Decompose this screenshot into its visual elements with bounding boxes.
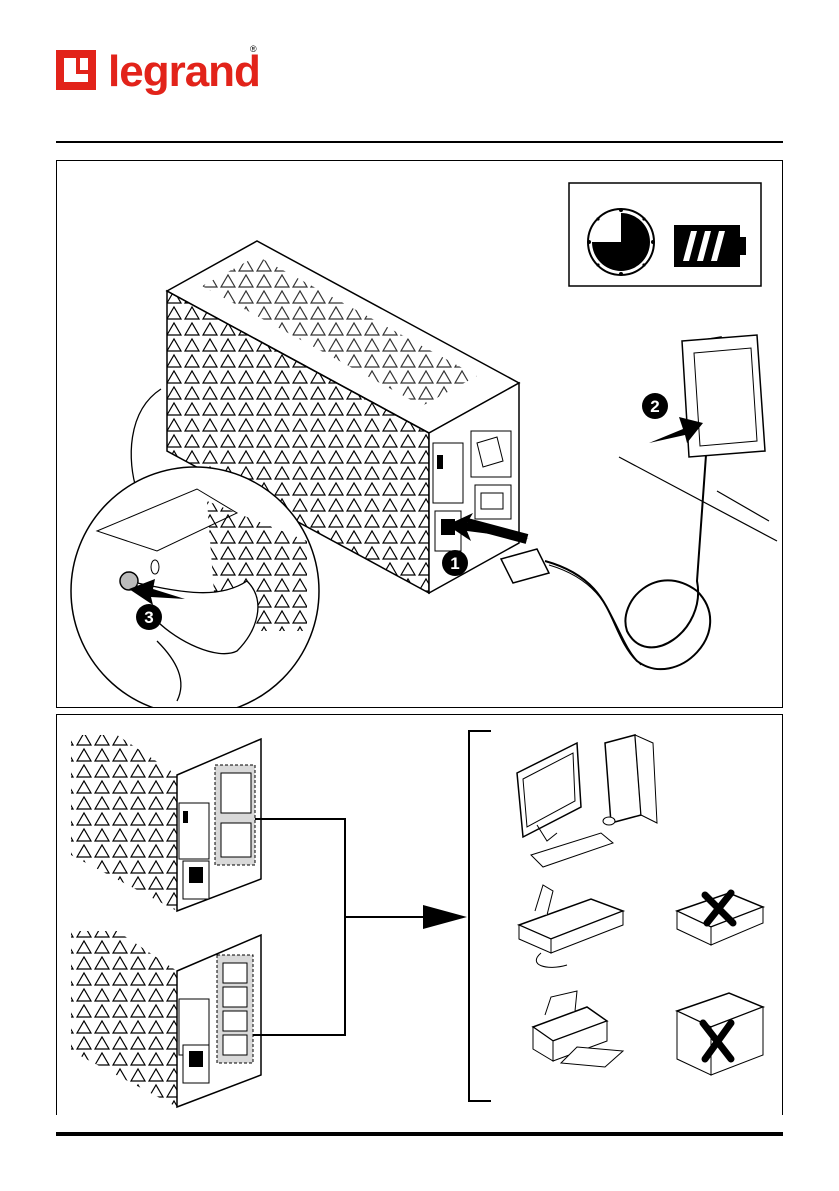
ups-rear-iec	[71, 931, 261, 1107]
installation-panel: 1 2	[56, 160, 783, 708]
legrand-logo: legrand ®	[56, 46, 260, 98]
connection-illustration	[57, 715, 782, 1115]
step-3-label: 3	[144, 608, 153, 627]
ups-rear-schuko	[71, 735, 261, 911]
legrand-logo-mark	[56, 50, 100, 94]
installation-illustration: 1 2	[57, 161, 782, 707]
laser-printer-no-icon	[677, 893, 763, 945]
header-rule	[56, 141, 783, 143]
footer-rule	[56, 1132, 783, 1136]
computer-icon	[517, 735, 657, 867]
printer-icon	[533, 991, 623, 1067]
fax-icon	[519, 885, 623, 967]
brand-name: legrand	[108, 50, 260, 94]
clock-icon	[587, 208, 655, 276]
wall-socket	[619, 335, 777, 541]
step-1-label: 1	[450, 554, 459, 573]
status-box	[569, 183, 761, 286]
copier-no-icon	[677, 993, 763, 1075]
step-2-label: 2	[650, 397, 659, 416]
connection-panel	[56, 714, 783, 1115]
battery-icon	[674, 225, 746, 267]
connection-lines	[253, 731, 491, 1101]
registered-mark: ®	[250, 44, 257, 54]
